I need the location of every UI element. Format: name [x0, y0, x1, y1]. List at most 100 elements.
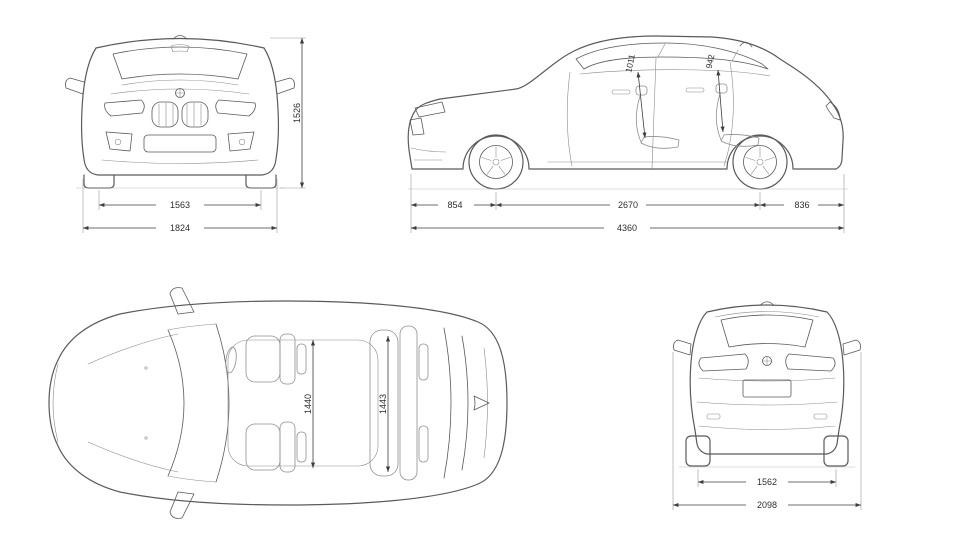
wheel-rear-right	[823, 435, 849, 467]
cabin-width-rear-dim-label: 1443	[378, 394, 388, 414]
side-mirror-left	[65, 77, 85, 95]
door-seam-rear	[723, 61, 734, 167]
front-view-car	[65, 35, 295, 189]
length-dim-label: 4360	[617, 223, 637, 233]
front-view-drawing: 1526 1563 1824	[65, 35, 306, 233]
panoramic-roof	[227, 339, 379, 467]
side-grille	[409, 117, 425, 136]
beltline	[579, 69, 771, 77]
front-height-dim-label: 1526	[292, 103, 302, 123]
hood-crease-top	[87, 333, 179, 365]
top-body-outline	[48, 300, 508, 506]
roof-antenna	[759, 301, 775, 306]
door-seam-front	[566, 71, 573, 167]
wheel-rear-tire	[732, 134, 788, 190]
mirror-right	[842, 339, 861, 356]
top-view-dimensions: 1440 1443	[303, 336, 391, 472]
taillight-right	[785, 353, 836, 372]
windshield	[112, 46, 248, 80]
foglight-left	[114, 138, 122, 146]
front-face-line	[52, 363, 59, 443]
front-track-dim-label: 1563	[170, 200, 190, 210]
reflector-left	[706, 413, 721, 420]
front-body-outline	[81, 37, 279, 176]
hood-crease	[121, 79, 239, 86]
rear-view-car	[673, 301, 861, 468]
front-right-seat	[245, 421, 307, 473]
b-pillar	[657, 43, 666, 58]
side-windows	[575, 42, 769, 70]
cabin-width-front-dim-label: 1440	[303, 394, 313, 414]
wheel-front-tire	[468, 134, 524, 190]
rear-bench-seat	[369, 325, 429, 481]
door-seam-mid	[651, 57, 657, 169]
wheel-front-rim	[479, 145, 513, 179]
foglight-right	[238, 138, 246, 146]
wheel-front-left	[83, 174, 115, 189]
trunk-seam	[698, 377, 836, 382]
interior-mirror	[170, 44, 190, 53]
grille-bars	[158, 102, 202, 127]
mirror-bottom	[169, 491, 195, 519]
wheelbase-dim-label: 2670	[618, 200, 638, 210]
rear-window	[720, 314, 814, 348]
front-headroom-dim-label: 1011	[623, 53, 637, 73]
side-body-outline	[407, 35, 844, 170]
door-handle-rear	[685, 87, 705, 93]
side-view-drawing: 1011 942 854 2670 836 4360	[407, 35, 849, 233]
rear-view-dimensions: 1562 2098	[672, 352, 862, 510]
shark-fin-antenna	[739, 41, 753, 48]
bumper-intake-center	[143, 134, 217, 153]
wheel-rear-spokes	[745, 146, 775, 175]
wheel-rear-rim	[743, 145, 777, 179]
windshield-base	[167, 329, 185, 477]
front-left-seat	[245, 333, 307, 385]
top-view-drawing: 1440 1443	[48, 287, 508, 519]
washer-nozzle-2	[144, 436, 148, 440]
door-handle-front	[611, 89, 631, 95]
front-overhang-dim-label: 854	[447, 200, 462, 210]
c-pillar	[731, 49, 739, 62]
wheel-front-spokes	[481, 146, 511, 175]
bumper-intake-right	[227, 131, 255, 152]
rear-view-drawing: 1562 2098	[672, 301, 862, 510]
mirror-left	[673, 339, 692, 356]
spoiler-line	[714, 311, 820, 318]
shark-fin-top	[473, 395, 490, 411]
steering-wheel	[225, 346, 237, 374]
bumper-top-seam	[696, 401, 838, 406]
rear-window-base	[461, 335, 469, 471]
hood-crease-bottom	[87, 441, 179, 473]
side-view-dimensions: 1011 942 854 2670 836 4360	[410, 53, 845, 233]
wheel-rear-hub	[756, 158, 764, 166]
kidney-grille-right	[181, 101, 209, 128]
wheel-front-hub	[492, 158, 500, 166]
bumper-lip	[101, 159, 259, 164]
front-width-dim-label: 1824	[170, 223, 190, 233]
roof-rear-edge	[443, 327, 452, 479]
license-plate	[742, 379, 792, 398]
taillight-left	[698, 353, 749, 372]
mirror-top	[169, 287, 195, 315]
side-mirror-right	[275, 77, 295, 95]
headlight-left	[104, 99, 145, 117]
bumper-crease	[698, 425, 836, 430]
windshield-top	[215, 323, 230, 483]
headlight-right	[215, 99, 256, 117]
front-bumper-lines	[410, 147, 447, 161]
wheel-rear-left	[685, 435, 711, 467]
bumper-intake-left	[105, 131, 133, 152]
kidney-grille-left	[151, 101, 179, 128]
rear-body-outline	[689, 304, 845, 455]
roof-antenna	[172, 35, 188, 40]
reflector-right	[813, 413, 828, 420]
rear-overhang-dim-label: 836	[794, 200, 809, 210]
taillight-side	[825, 101, 841, 121]
rear-headroom-dim-label: 942	[704, 53, 717, 69]
trunk-line	[483, 347, 488, 459]
front-view-dimensions: 1526 1563 1824	[82, 37, 306, 233]
wheel-front-right	[245, 174, 277, 189]
rear-track-dim-label: 1562	[757, 477, 777, 487]
side-headlight	[414, 101, 446, 118]
